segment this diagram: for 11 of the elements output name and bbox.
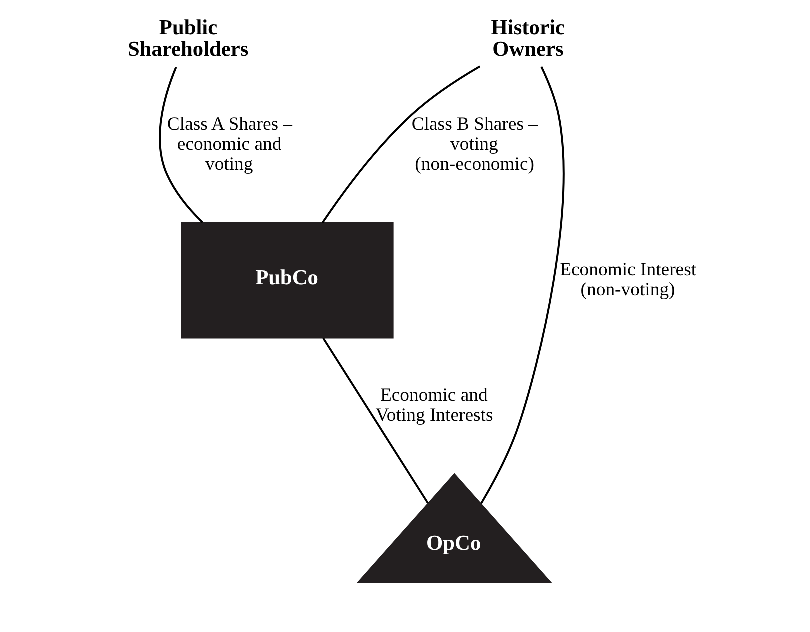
edge-label: Class B Shares – voting (non-economic) (411, 114, 538, 176)
edge-label: Class A Shares – economic and voting (166, 114, 292, 176)
node-text: Historic Owners (490, 16, 564, 61)
node-box: PubCo (180, 222, 394, 339)
connector (322, 338, 428, 504)
edge-label: Economic and Voting Interests (375, 385, 493, 426)
connector (480, 66, 564, 504)
connector (321, 66, 480, 224)
connector (158, 66, 203, 224)
node-text: Public Shareholders (128, 16, 248, 61)
edge-label: Economic Interest (non-voting) (560, 260, 696, 301)
